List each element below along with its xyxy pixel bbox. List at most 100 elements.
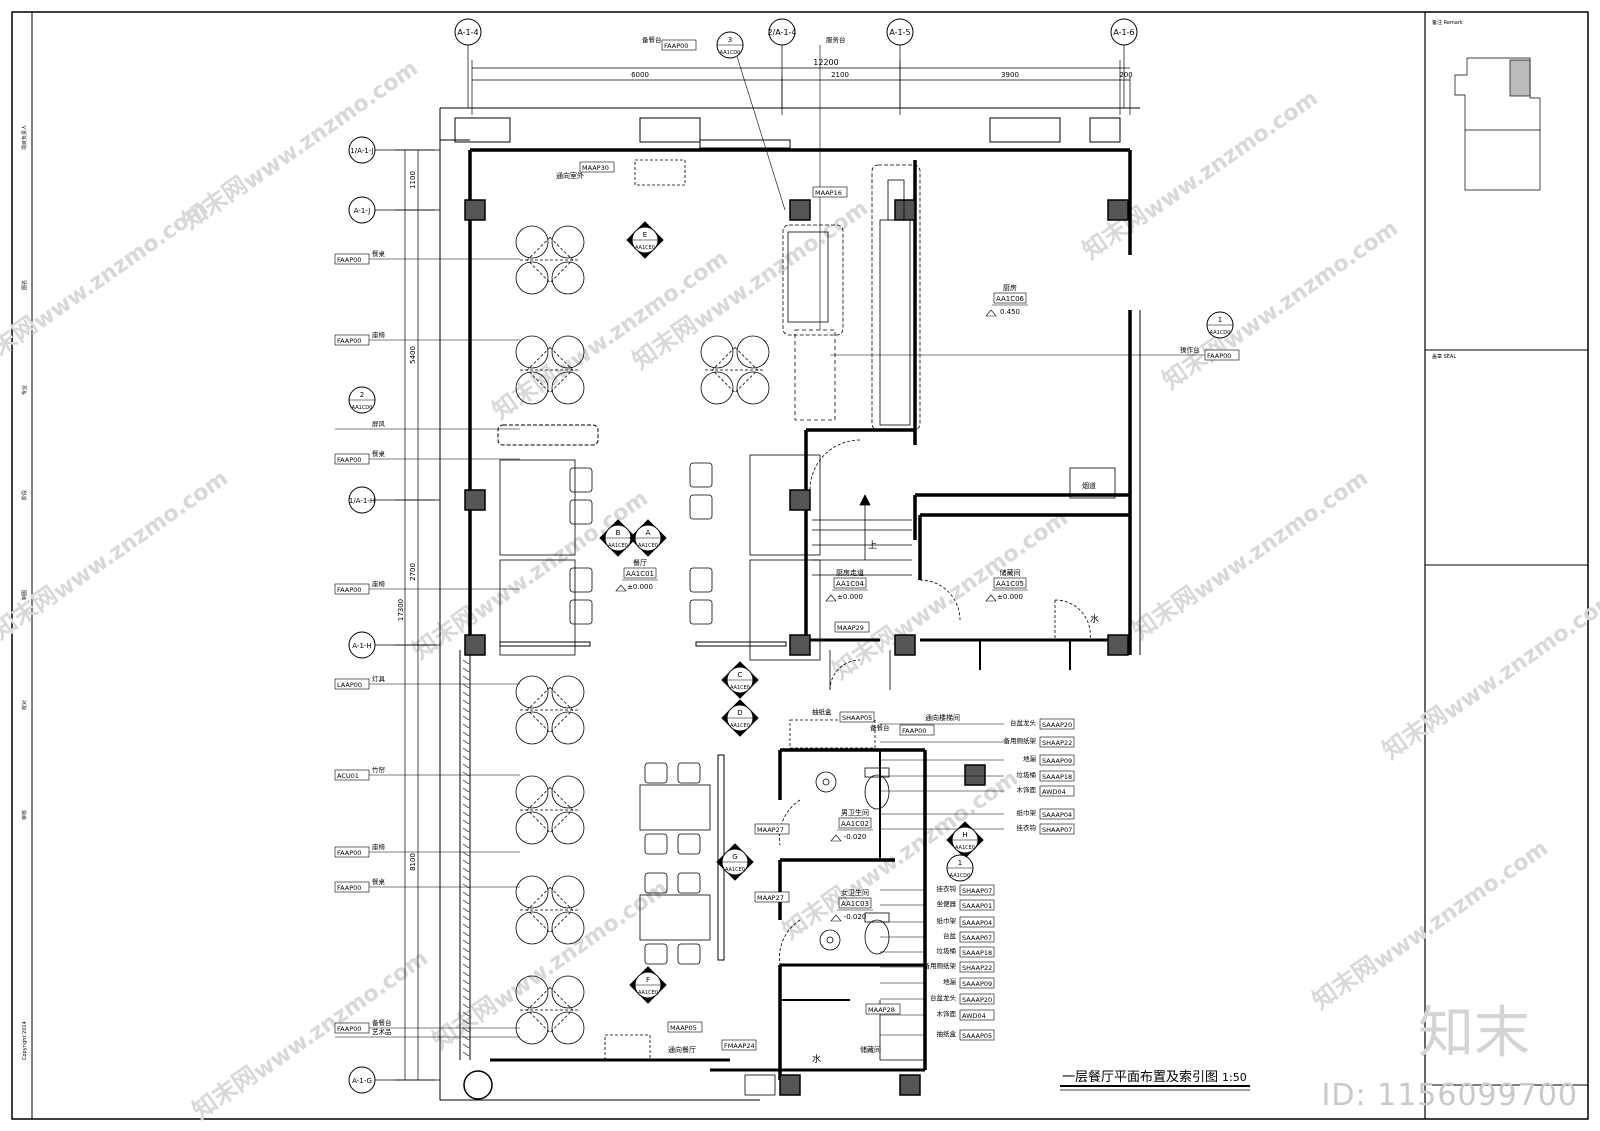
chair — [700, 335, 734, 369]
callout-label: 餐桌 — [372, 249, 386, 258]
top-dimensions — [471, 60, 1131, 115]
stair-up-label: 上 — [868, 540, 877, 551]
left-strip-text: 制图 — [21, 590, 28, 600]
elevation-sheet: AA1CE0 — [638, 990, 658, 996]
curtain-hatch — [462, 699, 470, 705]
callout-label: 木饰面 — [937, 1009, 957, 1018]
callout-code-box — [959, 916, 995, 928]
grid-label-top: 2/A-1-4 — [767, 28, 796, 37]
callout-code: MAAP30 — [582, 164, 609, 172]
four-seat-round-table — [515, 225, 585, 295]
booth-table — [499, 559, 593, 656]
table-top — [526, 686, 574, 734]
room-name: 男卫生间 — [841, 808, 869, 817]
room-code-box — [838, 897, 872, 909]
callout-code: MAAP28 — [868, 1006, 895, 1014]
curtain-hatch — [462, 707, 470, 713]
watermark-site-text: www.znzmo.com — [49, 466, 233, 605]
callout-label: 座椅 — [372, 330, 386, 339]
water-label-2: 水 — [812, 1053, 821, 1065]
callout-code-box — [959, 931, 995, 943]
curtain-hatch — [462, 731, 470, 737]
curtain-hatch — [462, 963, 470, 969]
image-id-watermark: ID: 1156099700 — [1321, 1078, 1578, 1113]
column — [464, 634, 486, 656]
callout-label: 垃圾桶 — [937, 946, 957, 955]
grid-bubble-left — [348, 1066, 376, 1094]
callout-code-box — [721, 1039, 757, 1051]
callout-label: 台盆 — [943, 931, 957, 940]
chair — [677, 943, 701, 965]
elevation-letter: B — [616, 529, 621, 537]
booth-table — [499, 459, 593, 556]
chair — [515, 225, 549, 259]
callout-code: SHAAP05 — [842, 714, 872, 722]
chair — [677, 762, 701, 784]
four-seat-round-table — [515, 775, 585, 845]
elevation-letter: F — [646, 976, 650, 984]
screen-partition — [497, 424, 599, 446]
callout-code-box — [834, 621, 870, 633]
left-strip-text: 审核 — [21, 810, 28, 820]
table-top — [526, 786, 574, 834]
callout-label: 备用厕纸架 — [1004, 736, 1037, 745]
elevation-letter: C — [738, 671, 743, 679]
dim-left-seg-1: 1100 — [409, 171, 417, 189]
table-top — [526, 236, 574, 284]
callout-code-box — [1039, 736, 1075, 748]
detail-number: 3 — [728, 36, 732, 44]
curtain-hatch — [462, 827, 470, 833]
callout-code: SHAAP22 — [962, 964, 992, 972]
column — [464, 199, 486, 221]
drawing-title: 一层餐厅平面布置及索引图 — [1062, 1069, 1218, 1085]
callout-code-box — [959, 961, 995, 973]
callout-code: SAAAP18 — [962, 949, 992, 957]
curtain-hatch — [462, 715, 470, 721]
curtain-hatch — [462, 947, 470, 953]
watermark-site-text: www.znzmo.com — [1219, 216, 1403, 355]
table-top — [499, 459, 576, 556]
room-name: 女卫生间 — [841, 888, 869, 897]
kitchen-counters — [604, 159, 1116, 1096]
callout-code: FAAP00 — [337, 884, 361, 892]
brand-logo-watermark: 知末 — [1418, 1001, 1530, 1066]
callout-code-box — [667, 1021, 703, 1033]
chair — [551, 225, 585, 259]
watermark-brand-text: 知末网 — [1127, 581, 1202, 645]
chair — [700, 371, 734, 405]
chair — [551, 975, 585, 1009]
curtain-hatch — [462, 787, 470, 793]
four-seat-round-table — [700, 335, 770, 405]
level-symbol — [615, 584, 627, 592]
round-column — [463, 1070, 493, 1100]
index-marks: EAA1CE0BAA1CE0AAA1CE0CAA1CE0DAA1CE0GAA1C… — [348, 31, 1234, 1004]
curtain-hatch — [462, 971, 470, 977]
screen-partition — [499, 641, 591, 647]
callout-code: MAAP27 — [757, 894, 784, 902]
chair — [644, 762, 668, 784]
chair — [689, 567, 713, 593]
left-strip-text: Copyright 2014 — [22, 1021, 28, 1060]
chair — [677, 872, 701, 894]
chair — [551, 875, 585, 909]
curtain-hatch — [462, 659, 470, 665]
curtain-hatch — [462, 1035, 470, 1041]
chair — [515, 775, 549, 809]
screen-partition — [695, 641, 787, 647]
level-symbol — [825, 594, 837, 602]
elevation-sheet: AA1CE0 — [638, 543, 658, 549]
room-code: AA1C05 — [996, 580, 1024, 588]
grid-label-left: A-1-G — [352, 1077, 372, 1085]
left-strip-text: 校对 — [21, 700, 28, 710]
chair — [569, 499, 593, 525]
detail-number: 1 — [1218, 316, 1222, 324]
curtain-hatch — [462, 675, 470, 681]
callout-label: 操作台 — [1180, 345, 1200, 354]
flue-label: 烟道 — [1082, 481, 1096, 490]
room-code: AA1C01 — [626, 570, 654, 578]
callout-label: 座椅 — [372, 579, 386, 588]
callouts: FAAP00餐桌FAAP00座椅屏风FAAP00餐桌FAAP00座椅LAAP00… — [334, 35, 1240, 1051]
callout-code-box — [661, 39, 697, 51]
elevation-sheet: AA1CE0 — [635, 245, 655, 251]
curtain-hatch — [462, 1051, 470, 1057]
